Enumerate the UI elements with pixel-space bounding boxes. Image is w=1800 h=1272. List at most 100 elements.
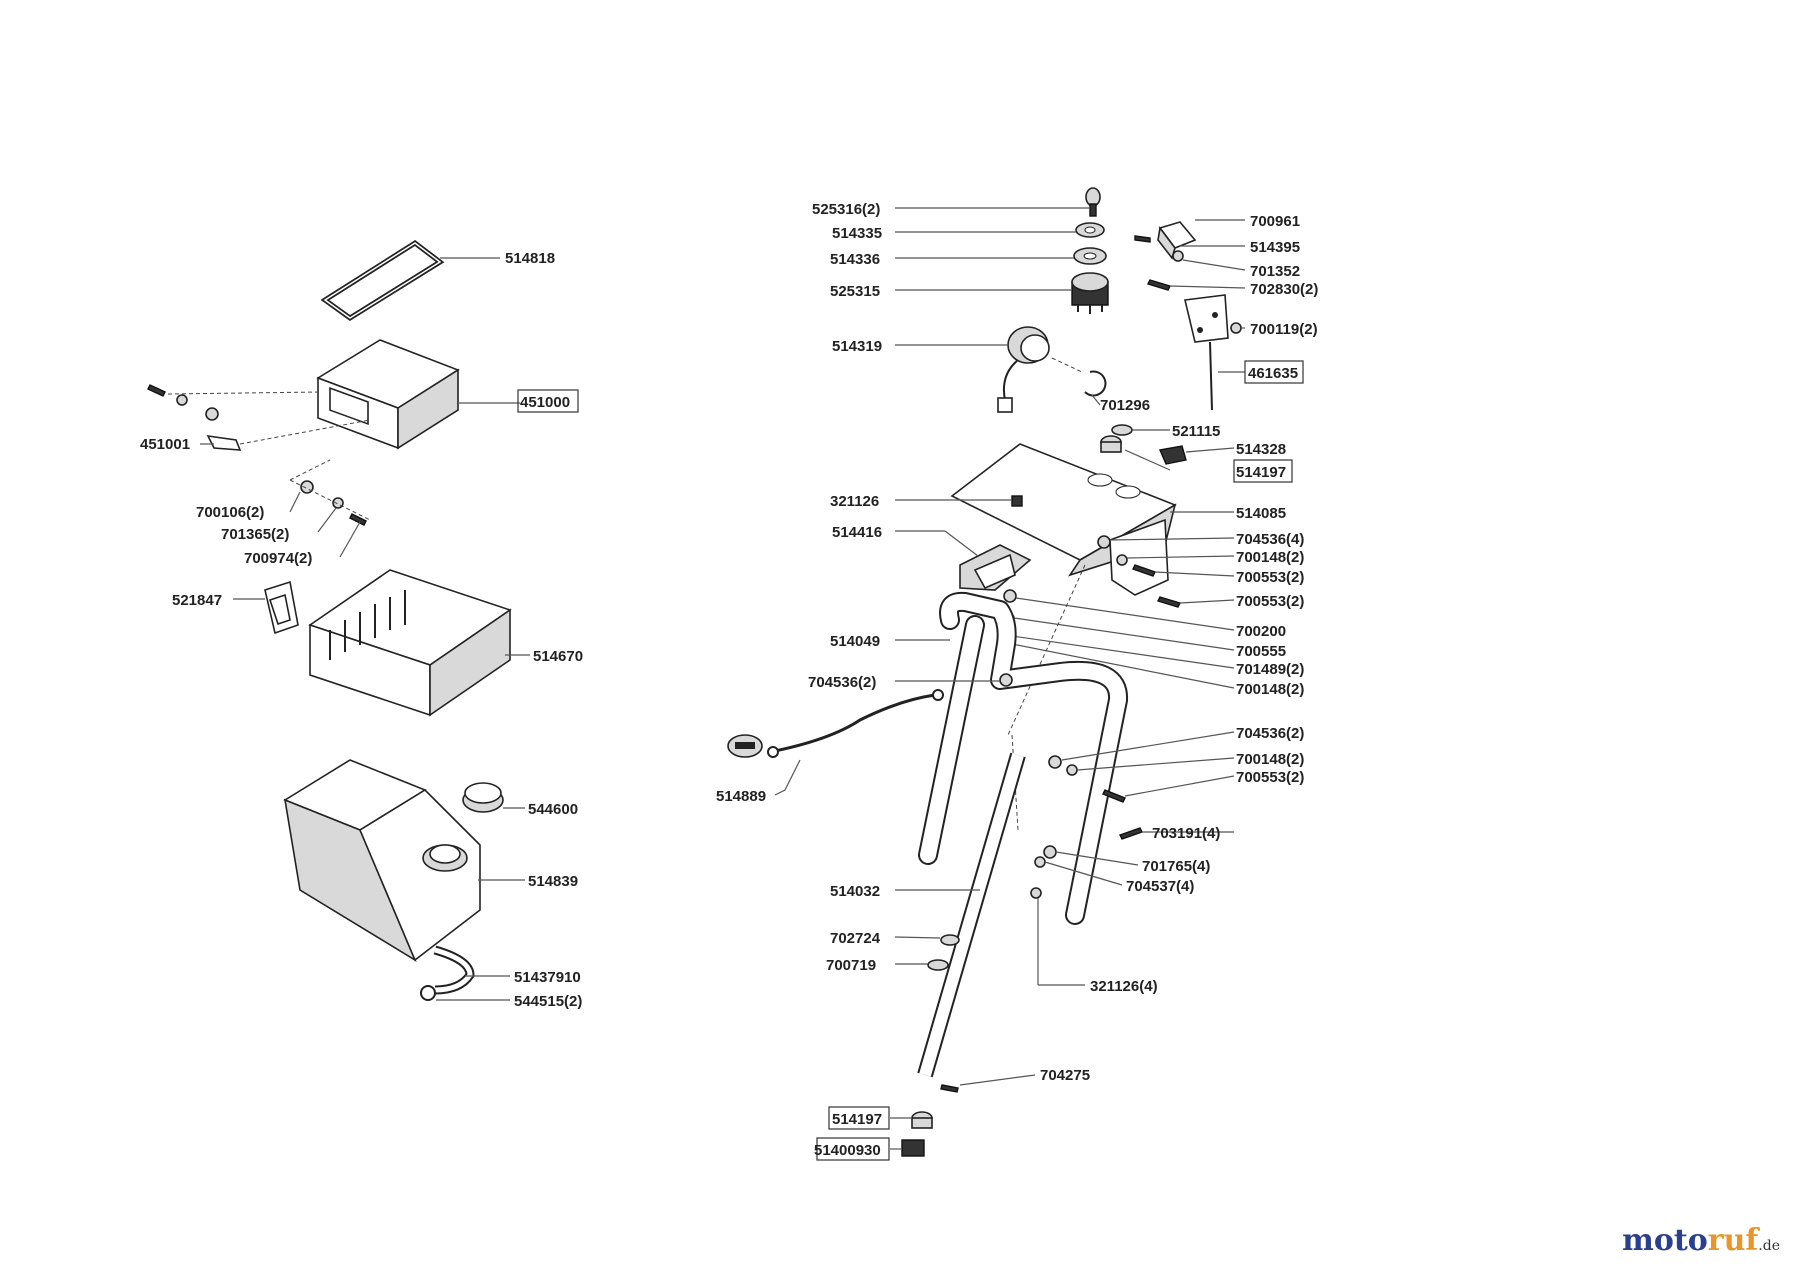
battery-tray-514670 [308, 569, 512, 717]
label-700119: 700119(2) [1250, 321, 1318, 338]
label-514839: 514839 [528, 873, 578, 890]
label-514395: 514395 [1250, 239, 1300, 256]
battery-451000 [316, 339, 460, 450]
washer-514336 [1073, 247, 1107, 265]
label-701296: 701296 [1100, 397, 1150, 414]
label-702830: 702830(2) [1250, 281, 1318, 298]
label-box-514197-top [1233, 459, 1293, 483]
grommet-521115 [1111, 424, 1133, 436]
strap-handle-514818 [320, 239, 445, 322]
label-544515: 544515(2) [514, 993, 582, 1010]
label-704536-2a: 704536(2) [808, 674, 876, 691]
coupling-51400930 [901, 1139, 925, 1157]
logo-text-orange: ruf [1707, 1223, 1759, 1258]
tank-cap-544600 [462, 782, 504, 813]
label-701352: 701352 [1250, 263, 1300, 280]
label-514818: 514818 [505, 250, 555, 267]
label-514085: 514085 [1236, 505, 1286, 522]
label-514336: 514336 [830, 251, 880, 268]
screw-514395 [1134, 235, 1151, 243]
label-box-451000 [517, 389, 579, 413]
fuel-hose-51437910 [433, 945, 475, 995]
label-700553-b: 700553(2) [1236, 593, 1304, 610]
logo-tld: .de [1758, 1238, 1780, 1254]
label-514416: 514416 [832, 524, 882, 541]
label-321126: 321126 [830, 493, 879, 510]
label-451000: 451000 [520, 394, 570, 411]
retaining-ring-701296 [1084, 370, 1107, 397]
label-702724: 702724 [830, 930, 881, 947]
label-700961: 700961 [1250, 213, 1300, 230]
label-514335: 514335 [832, 225, 882, 242]
motoruf-logo: motoruf.de [1622, 1223, 1780, 1258]
label-700555: 700555 [1236, 643, 1286, 660]
nut-514335 [1075, 222, 1105, 238]
label-521847: 521847 [172, 592, 222, 609]
label-525316: 525316(2) [812, 201, 880, 218]
handlebar-514049 [918, 591, 1128, 925]
label-700719: 700719 [826, 957, 876, 974]
lever-700961 [1157, 221, 1197, 260]
label-700200: 700200 [1236, 623, 1286, 640]
label-704536-4: 704536(4) [1236, 531, 1304, 548]
knob-514197 [911, 1111, 933, 1129]
label-514319: 514319 [832, 338, 882, 355]
bolt-set-left [147, 384, 242, 451]
switch-514197 [1159, 445, 1187, 465]
label-700974: 700974(2) [244, 550, 312, 567]
label-704537: 704537(4) [1126, 878, 1194, 895]
label-461635: 461635 [1248, 365, 1298, 382]
label-514889: 514889 [716, 788, 766, 805]
label-box-461635 [1244, 360, 1304, 384]
label-701765: 701765(4) [1142, 858, 1210, 875]
label-704275: 704275 [1040, 1067, 1090, 1084]
label-51437910: 51437910 [514, 969, 581, 986]
hardware-700106-set [300, 480, 367, 526]
label-703191: 703191(4) [1152, 825, 1220, 842]
label-514032: 514032 [830, 883, 880, 900]
label-51400930: 51400930 [814, 1142, 881, 1159]
label-701489: 701489(2) [1236, 661, 1304, 678]
label-700148-b: 700148(2) [1236, 681, 1304, 698]
ignition-key-525316 [1085, 187, 1101, 217]
label-700106: 700106(2) [196, 504, 264, 521]
label-701365: 701365(2) [221, 526, 289, 543]
clip-700719 [927, 959, 949, 971]
label-514197-bottom: 514197 [832, 1111, 882, 1128]
shaft-514032 [917, 752, 1026, 1078]
clip-521847 [264, 580, 299, 635]
nut-704536-frame [999, 673, 1013, 687]
label-544600: 544600 [528, 801, 578, 818]
label-514670: 514670 [533, 648, 583, 665]
nut-701352 [1172, 250, 1184, 262]
pin-704275 [940, 1084, 959, 1093]
indicator-514319 [997, 326, 1050, 413]
label-521115: 521115 [1172, 423, 1220, 440]
hardware-704536-side [1030, 755, 1143, 899]
nut-700119 [1230, 322, 1242, 334]
screw-702830 [1147, 279, 1171, 291]
ignition-switch-525315 [1071, 272, 1109, 314]
bracket-514416 [959, 544, 1032, 591]
label-700148-a: 700148(2) [1236, 549, 1304, 566]
label-514328: 514328 [1236, 441, 1286, 458]
washer-702724 [940, 934, 960, 946]
label-700553-a: 700553(2) [1236, 569, 1304, 586]
label-box-514197-bottom [828, 1106, 890, 1130]
label-514049: 514049 [830, 633, 880, 650]
throttle-bracket-461635 [1184, 294, 1229, 411]
logo-text-blue: moto [1622, 1223, 1708, 1258]
label-514197-top: 514197 [1236, 464, 1286, 481]
ground-cable-514889 [727, 689, 944, 758]
bushing-514328 [1100, 435, 1122, 453]
label-700553-c: 700553(2) [1236, 769, 1304, 786]
label-525315: 525315 [830, 283, 880, 300]
label-700148-c: 700148(2) [1236, 751, 1304, 768]
hose-clamp-544515 [420, 985, 436, 1001]
label-704536-2b: 704536(2) [1236, 725, 1304, 742]
label-451001: 451001 [140, 436, 190, 453]
fuel-tank-514839 [283, 759, 481, 962]
label-321126-4: 321126(4) [1090, 978, 1158, 995]
label-box-51400930 [816, 1137, 890, 1161]
